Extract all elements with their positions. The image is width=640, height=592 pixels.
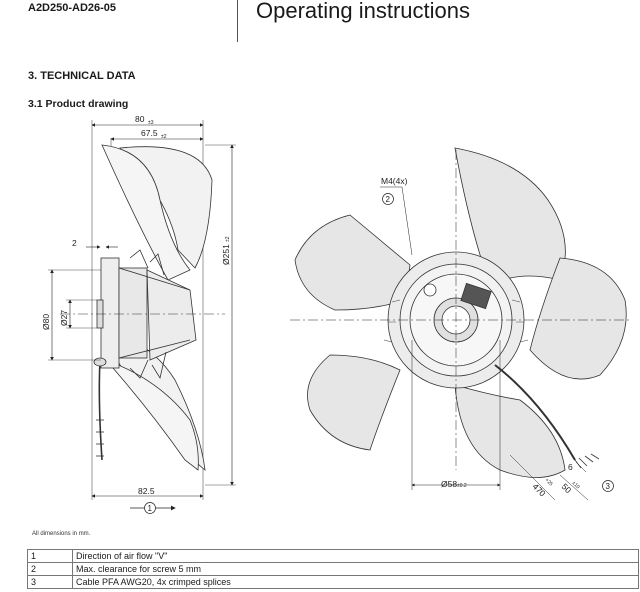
subsection-heading: 3.1 Product drawing	[28, 98, 129, 110]
legend-number: 3	[27, 575, 73, 589]
product-drawing: 80 ±3 67.5 ±2 2 Ø80 Ø27 Ø251 ±2 82.5 1	[41, 114, 630, 514]
legend-number: 1	[27, 549, 73, 563]
dim-80-tol: ±3	[148, 120, 154, 126]
dim-m4: M4(4x)	[381, 176, 408, 186]
svg-text:1: 1	[148, 504, 153, 513]
legend-row: 3 Cable PFA AWG20, 4x crimped splices	[27, 575, 639, 589]
legend-number: 2	[27, 562, 73, 576]
model-number: A2D250-AD26-05	[28, 2, 117, 14]
legend-row: 2 Max. clearance for screw 5 mm	[27, 562, 639, 576]
dim-2: 2	[72, 238, 77, 248]
dim-phi27: Ø27	[59, 310, 69, 326]
callout-2: 2	[382, 193, 394, 205]
side-view	[60, 120, 225, 500]
dim-phi80: Ø80	[41, 314, 51, 330]
legend-row: 1 Direction of air flow "V"	[27, 549, 639, 563]
section-heading: 3. TECHNICAL DATA	[28, 70, 136, 82]
dim-6: 6	[568, 462, 573, 472]
dim-67: 67.5	[141, 128, 158, 138]
header-divider	[237, 0, 238, 42]
dim-80: 80	[135, 114, 145, 124]
dim-phi58: Ø58	[441, 479, 457, 489]
dim-67-tol: ±2	[161, 134, 167, 140]
callout-3: 3	[602, 480, 614, 492]
dimension-note: All dimensions in mm.	[32, 531, 91, 537]
dim-470-tol: +25	[544, 477, 554, 487]
svg-text:3: 3	[606, 482, 611, 491]
dim-470: 470	[531, 481, 548, 498]
dim-50-tol: ±10	[571, 480, 581, 490]
legend-table: 1 Direction of air flow "V" 2 Max. clear…	[27, 549, 639, 589]
legend-text: Cable PFA AWG20, 4x crimped splices	[72, 575, 639, 589]
dim-phi251-tol: ±2	[225, 236, 231, 242]
dim-phi251: Ø251	[221, 244, 231, 265]
dim-phi58-tol: ±0.2	[457, 483, 467, 489]
legend-text: Max. clearance for screw 5 mm	[72, 562, 639, 576]
dim-82: 82.5	[138, 486, 155, 496]
legend-text: Direction of air flow "V"	[72, 549, 639, 563]
document-title: Operating instructions	[256, 0, 470, 23]
svg-text:2: 2	[386, 195, 391, 204]
callout-1: 1	[144, 502, 156, 514]
front-view	[294, 147, 627, 478]
